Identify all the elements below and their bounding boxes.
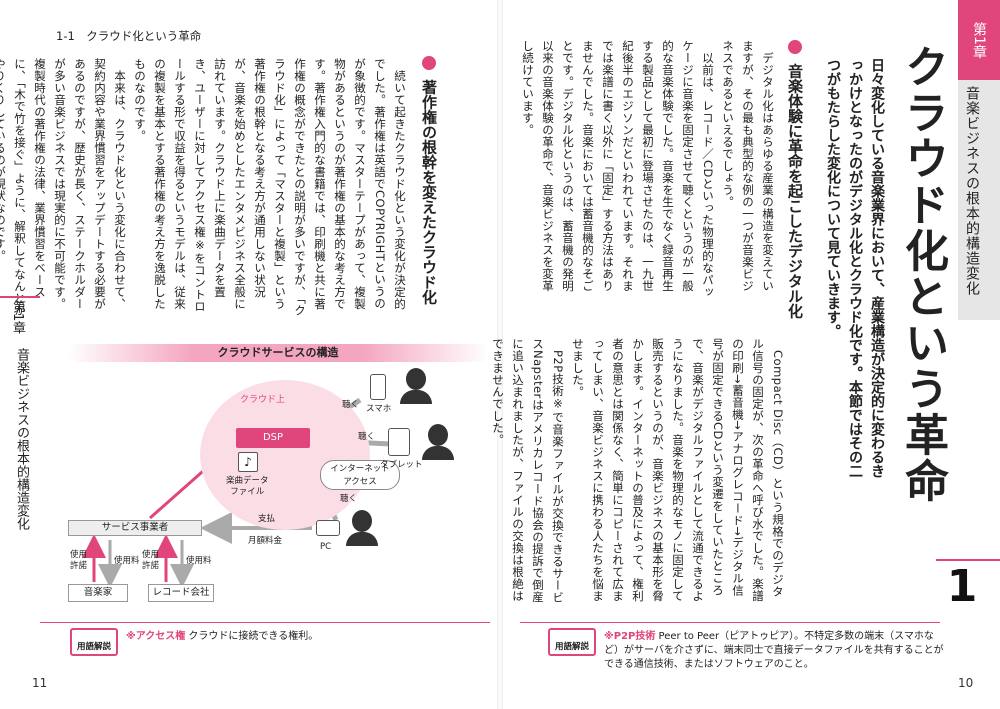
footnote-separator	[520, 622, 940, 623]
paragraph: Compact Disc（CD）という規格でのデジタル信号の固定が、次の革命へ呼…	[571, 338, 785, 602]
listen-label: 聴く	[342, 400, 360, 410]
device-label-phone: スマホ	[366, 404, 392, 414]
tablet-icon	[388, 428, 410, 456]
page-number-right: 10	[958, 676, 974, 690]
pc-icon	[316, 520, 340, 536]
left-chapter-tab-rule	[0, 296, 40, 298]
listen-label: 聴く	[358, 432, 376, 442]
glossary-marker: ※	[126, 631, 136, 642]
internet-access-label: インターネット アクセス	[320, 460, 400, 490]
cloud-shape	[200, 380, 370, 530]
monthly-fee-label: 月額料金	[248, 536, 283, 546]
pink-bullet-icon	[422, 56, 436, 70]
section-number: 1	[946, 561, 978, 612]
smartphone-icon	[370, 374, 386, 400]
device-label-tablet: タブレット	[380, 460, 423, 470]
cloud-label: クラウド上	[240, 395, 286, 405]
left-chapter-tab-label: 第1章	[10, 300, 25, 335]
body-text-left: 続いて起きたクラウド化という変化が決定的でした。著作権は英語でCOPYRIGHT…	[0, 58, 410, 320]
glossary-marker: ※	[604, 631, 614, 642]
glossary-badge: 用語解説	[548, 628, 596, 658]
listen-label: 聴く	[340, 494, 358, 504]
service-provider-box: サービス事業者	[68, 520, 202, 536]
glossary-entry: ※P2P技術 Peer to Peer（ピアトゥピア）。不特定多数の端末（スマホ…	[604, 631, 944, 670]
footnote-separator	[40, 622, 490, 623]
section-number-rule	[936, 559, 1000, 561]
dsp-box: DSP	[236, 428, 310, 448]
body-text-right-upper: デジタル化はあらゆる産業の構造を変えていますが、その最も典型的な例の一つが音楽ビ…	[521, 40, 778, 300]
glossary-entry: ※アクセス権 クラウドに接続できる権利。	[126, 631, 319, 642]
section-heading-digital: 音楽体験に革命を起こしたデジタル化	[786, 40, 804, 318]
paragraph: 続いて起きたクラウド化という変化が決定的でした。著作権は英語でCOPYRIGHT…	[133, 58, 407, 317]
record-label-box: レコード会社	[148, 584, 214, 602]
glossary-badge: 用語解説	[70, 628, 118, 658]
payment-label: 支払	[258, 514, 276, 524]
music-file-icon: ♪	[238, 452, 258, 472]
paragraph: 以前は、レコード／CDといった物理的なパッケージに音楽を固定させて聴くというのが…	[521, 40, 715, 298]
usage-fee-label: 使用料	[114, 556, 140, 566]
book-icon	[70, 628, 118, 656]
running-head: 1-1 クラウド化という革命	[56, 29, 202, 43]
diagram-title: クラウドサービスの構造	[68, 344, 488, 362]
chapter-subtitle: 音楽ビジネスの根本的構造変化	[964, 86, 980, 296]
music-file-label: 楽曲データ ファイル	[226, 476, 269, 497]
usage-fee-label: 使用料	[186, 556, 212, 566]
usage-permit-label: 使用 許諾	[142, 550, 160, 571]
body-text-right-lower: Compact Disc（CD）という規格でのデジタル信号の固定が、次の革命へ呼…	[491, 338, 788, 606]
gutter	[497, 0, 503, 709]
book-icon	[548, 628, 596, 656]
chapter-label: 第1章	[958, 0, 1000, 80]
device-label-pc: PC	[320, 542, 332, 552]
page-number-left: 11	[32, 676, 48, 690]
paragraph: P2P技術※で音楽ファイルが交換できるサービスNapsterはアメリカレコード協…	[491, 338, 565, 603]
page-title: クラウド化という革命	[897, 44, 948, 504]
artist-box: 音楽家	[68, 584, 128, 602]
paragraph: デジタル化はあらゆる産業の構造を変えていますが、その最も典型的な例の一つが音楽ビ…	[721, 40, 775, 292]
pink-bullet-icon	[788, 40, 802, 54]
lead-paragraph: 日々変化している音楽業界において、産業構造が決定的に変わるきっかけとなったのがデ…	[825, 58, 885, 478]
left-chapter-tab-subtitle: 音楽ビジネスの根本的構造変化	[14, 348, 29, 530]
cloud-service-diagram: クラウドサービスの構造 クラウド上 DSP ♪ 楽曲データ ファイル インターネ…	[40, 340, 488, 610]
usage-permit-label: 使用 許諾	[70, 550, 88, 571]
paragraph: 本来は、クラウド化という変化に合わせて、契約内容や業界慣習をアップデートする必要…	[0, 58, 127, 317]
section-heading-copyright: 著作権の根幹を変えたクラウド化	[420, 56, 438, 304]
